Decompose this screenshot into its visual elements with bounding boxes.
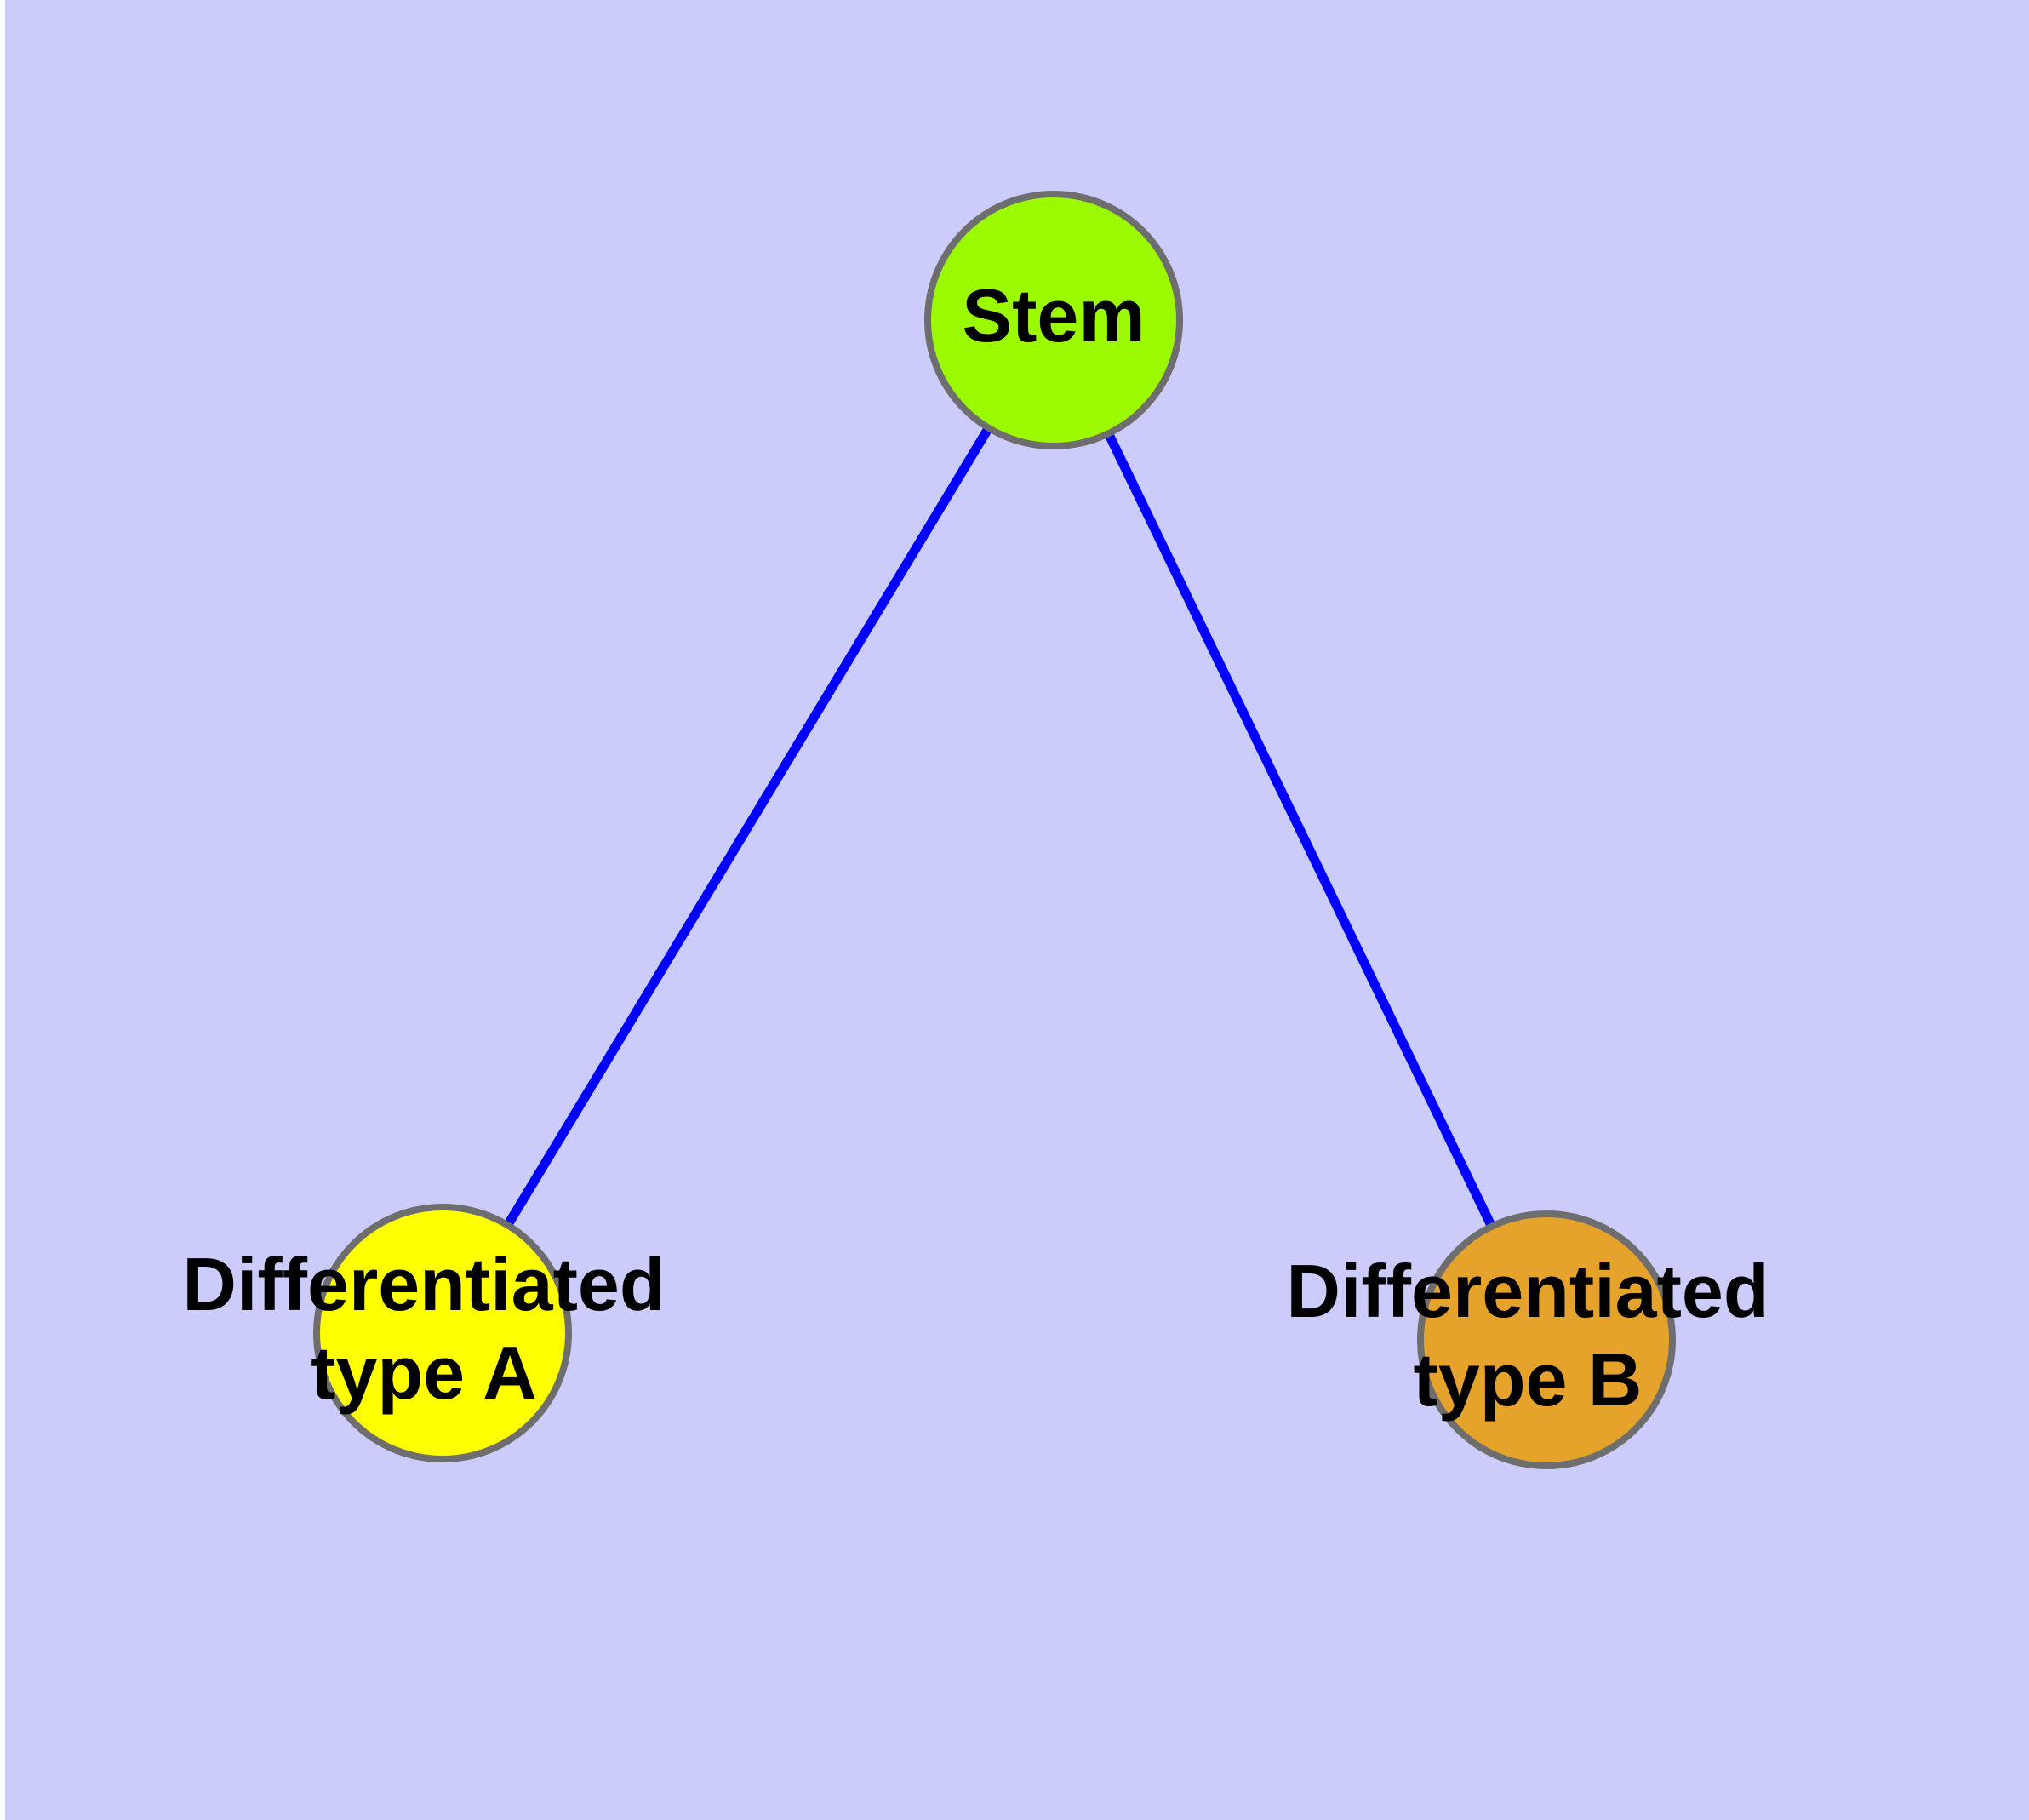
graph-node-stem[interactable] bbox=[924, 191, 1183, 449]
graph-node-diff_a[interactable] bbox=[313, 1204, 572, 1462]
label-line: Differentiated bbox=[1286, 1249, 1769, 1333]
graph-node-diff_b[interactable] bbox=[1417, 1210, 1676, 1469]
edge-stem-a[interactable] bbox=[438, 318, 1058, 1336]
node-layer bbox=[313, 191, 1676, 1469]
label-line: type A bbox=[311, 1331, 537, 1415]
edge-layer bbox=[438, 318, 1551, 1342]
label-line: Differentiated bbox=[182, 1242, 665, 1326]
label-line: Stem bbox=[962, 273, 1145, 358]
graph-node-label-stem: Stem bbox=[962, 273, 1145, 358]
label-line: type B bbox=[1414, 1337, 1643, 1422]
edge-stem-b[interactable] bbox=[1049, 318, 1551, 1342]
